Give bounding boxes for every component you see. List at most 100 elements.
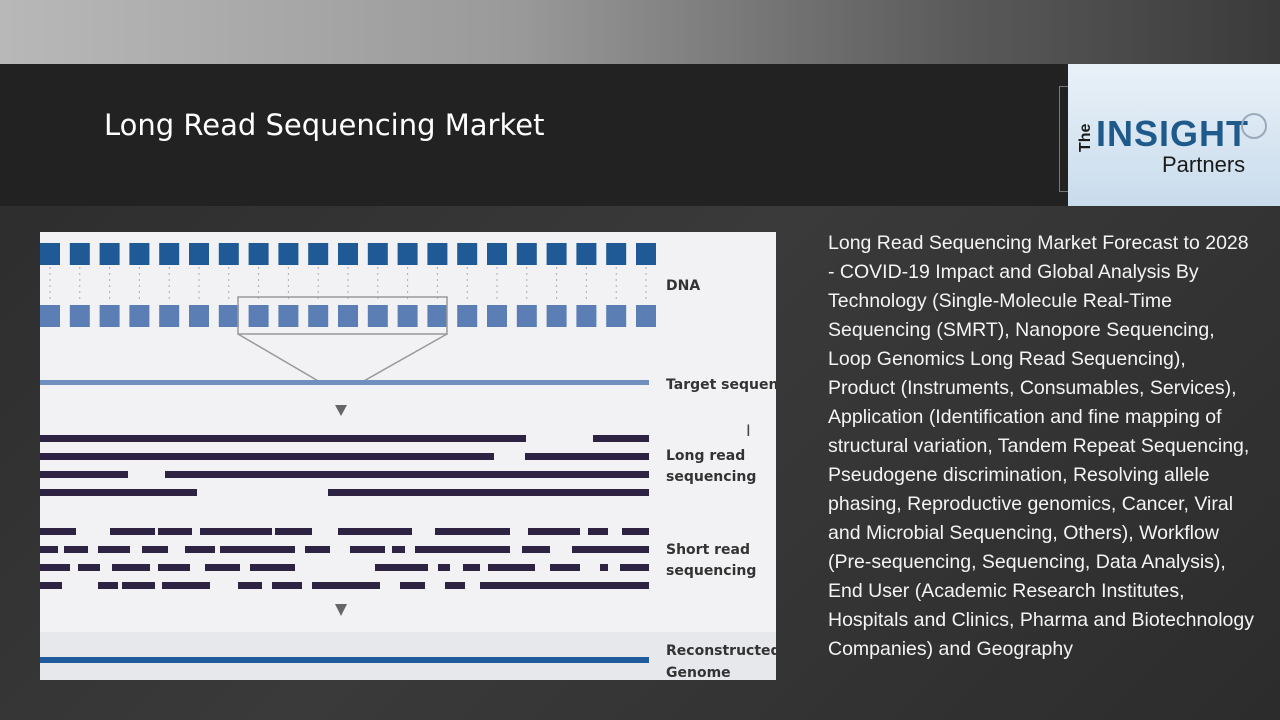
dna-base-top [99,243,120,265]
dna-base-top [487,243,507,265]
short-read [445,582,465,589]
dna-base-bottom [189,305,209,327]
short-read [620,564,649,571]
dna-base-bottom [487,305,507,327]
dna-base-top [636,243,656,265]
dna-base-top [248,243,269,265]
short-read [98,546,130,553]
short-read [338,528,412,535]
target-region-box [237,296,448,335]
reconstructed-genome-line [40,657,649,663]
short-read [158,564,190,571]
dna-base-bottom [40,305,60,327]
dna-base-bottom [606,305,627,327]
dna-base-bottom [159,305,180,327]
short-read [528,528,580,535]
dna-base-bottom [129,305,150,327]
short-read [40,546,58,553]
dna-base-top [189,243,209,265]
short-read [185,546,215,553]
svg-text:Partners: Partners [1162,152,1245,177]
dna-base-top [159,243,180,265]
short-read [158,528,192,535]
dna-base-bottom [338,305,358,327]
dna-base-top [606,243,627,265]
short-read [488,564,535,571]
short-read [435,528,510,535]
short-read [78,564,100,571]
label-dna: DNA [666,278,700,294]
short-read [522,546,550,553]
label-long-1: Long read [666,448,745,464]
long-read [40,489,197,496]
short-read [480,582,649,589]
short-read [162,582,210,589]
dna-base-top [338,243,358,265]
short-read [275,528,312,535]
genome-band [40,632,776,680]
label-target: Target sequence [666,377,776,393]
insight-partners-logo: The INSIGHT Partners [1068,64,1280,206]
dna-base-top [516,243,537,265]
dna-base-top [40,243,60,265]
short-read [200,528,272,535]
short-read [142,546,168,553]
dna-base-bottom [457,305,478,327]
short-read [40,582,62,589]
long-read [525,453,649,460]
short-read [305,546,330,553]
label-long-2: sequencing [666,469,756,485]
short-read [415,546,510,553]
diagram-shapes: I [40,243,776,680]
short-read [622,528,649,535]
report-description: Long Read Sequencing Market Forecast to … [828,232,1254,660]
long-read [40,471,128,478]
logo-frame [1059,86,1072,192]
short-read [272,582,302,589]
short-read [400,582,425,589]
short-read [572,546,649,553]
slide-title: Long Read Sequencing Market [104,108,545,142]
short-read [98,582,118,589]
dna-base-bottom [516,305,537,327]
short-read [112,564,150,571]
dna-base-bottom [367,305,388,327]
dna-base-top [397,243,418,265]
dna-base-top [69,243,90,265]
svg-text:The: The [1077,123,1094,152]
short-read [392,546,405,553]
short-read [312,582,380,589]
dna-base-top [278,243,299,265]
short-read [205,564,240,571]
dna-base-top [308,243,329,265]
dna-base-bottom [636,305,656,327]
label-short-1: Short read [666,542,750,558]
short-read [40,564,70,571]
long-read [40,453,494,460]
dna-base-bottom [99,305,120,327]
short-read [122,582,155,589]
short-read [438,564,450,571]
dna-base-bottom [546,305,567,327]
svg-text:INSIGHT: INSIGHT [1096,113,1248,154]
text-cursor-icon: I [746,421,751,440]
dna-base-top [427,243,448,265]
arrow-down-icon [335,604,347,616]
short-read [550,564,580,571]
top-gradient-strip [0,0,1280,64]
dna-base-bottom [278,305,299,327]
dna-base-bottom [218,305,239,327]
title-bar [0,64,1280,206]
dna-base-top [457,243,478,265]
label-recon-1: Reconstructed [666,643,776,659]
label-short-2: sequencing [666,563,756,579]
short-read [220,546,295,553]
long-read [40,435,526,442]
dna-base-top [546,243,567,265]
label-recon-2: Genome [666,665,731,680]
short-read [238,582,262,589]
dna-base-bottom [427,305,448,327]
dna-base-bottom [576,305,597,327]
arrow-down-icon [335,405,347,416]
dna-base-bottom [397,305,418,327]
